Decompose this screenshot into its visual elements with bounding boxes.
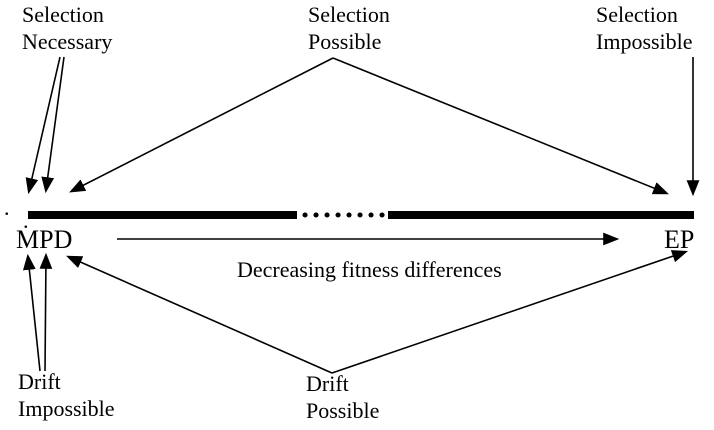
endpoint-mpd: MPD	[16, 225, 73, 254]
label-drift-possible: Drift Possible	[306, 370, 379, 424]
drift-impossible-arrow-2	[39, 252, 53, 372]
drift-possible-arrow-left	[66, 255, 333, 374]
label-selection-possible-line2: Possible	[308, 29, 382, 54]
stray-period-left: .	[4, 195, 10, 220]
endpoint-ep: EP	[664, 225, 695, 254]
label-selection-impossible-line1: Selection	[596, 2, 678, 27]
label-drift-impossible-line2: Impossible	[18, 396, 115, 421]
drift-possible-arrow-right	[331, 250, 689, 374]
label-selection-necessary-line2: Necessary	[22, 29, 113, 54]
label-selection-impossible-line2: Impossible	[596, 29, 693, 54]
selection-necessary-arrow-1	[25, 56, 61, 195]
label-selection-possible: Selection Possible	[308, 1, 390, 55]
label-drift-possible-line1: Drift	[306, 371, 349, 396]
label-drift-impossible-line1: Drift	[18, 369, 61, 394]
label-selection-possible-line1: Selection	[308, 2, 390, 27]
axis-caption: Decreasing fitness differences	[237, 257, 502, 282]
selection-necessary-arrow-2	[41, 56, 65, 194]
drift-impossible-arrow-1	[22, 253, 41, 372]
label-drift-possible-line2: Possible	[306, 398, 380, 423]
label-selection-necessary: Selection Necessary	[22, 1, 112, 55]
stray-period-small: .	[23, 208, 29, 233]
selection-possible-arrow-left	[69, 57, 334, 193]
label-selection-impossible: Selection Impossible	[596, 1, 693, 55]
label-drift-impossible: Drift Impossible	[18, 368, 115, 422]
label-selection-necessary-line1: Selection	[22, 2, 104, 27]
selection-possible-arrow-right	[332, 57, 669, 195]
